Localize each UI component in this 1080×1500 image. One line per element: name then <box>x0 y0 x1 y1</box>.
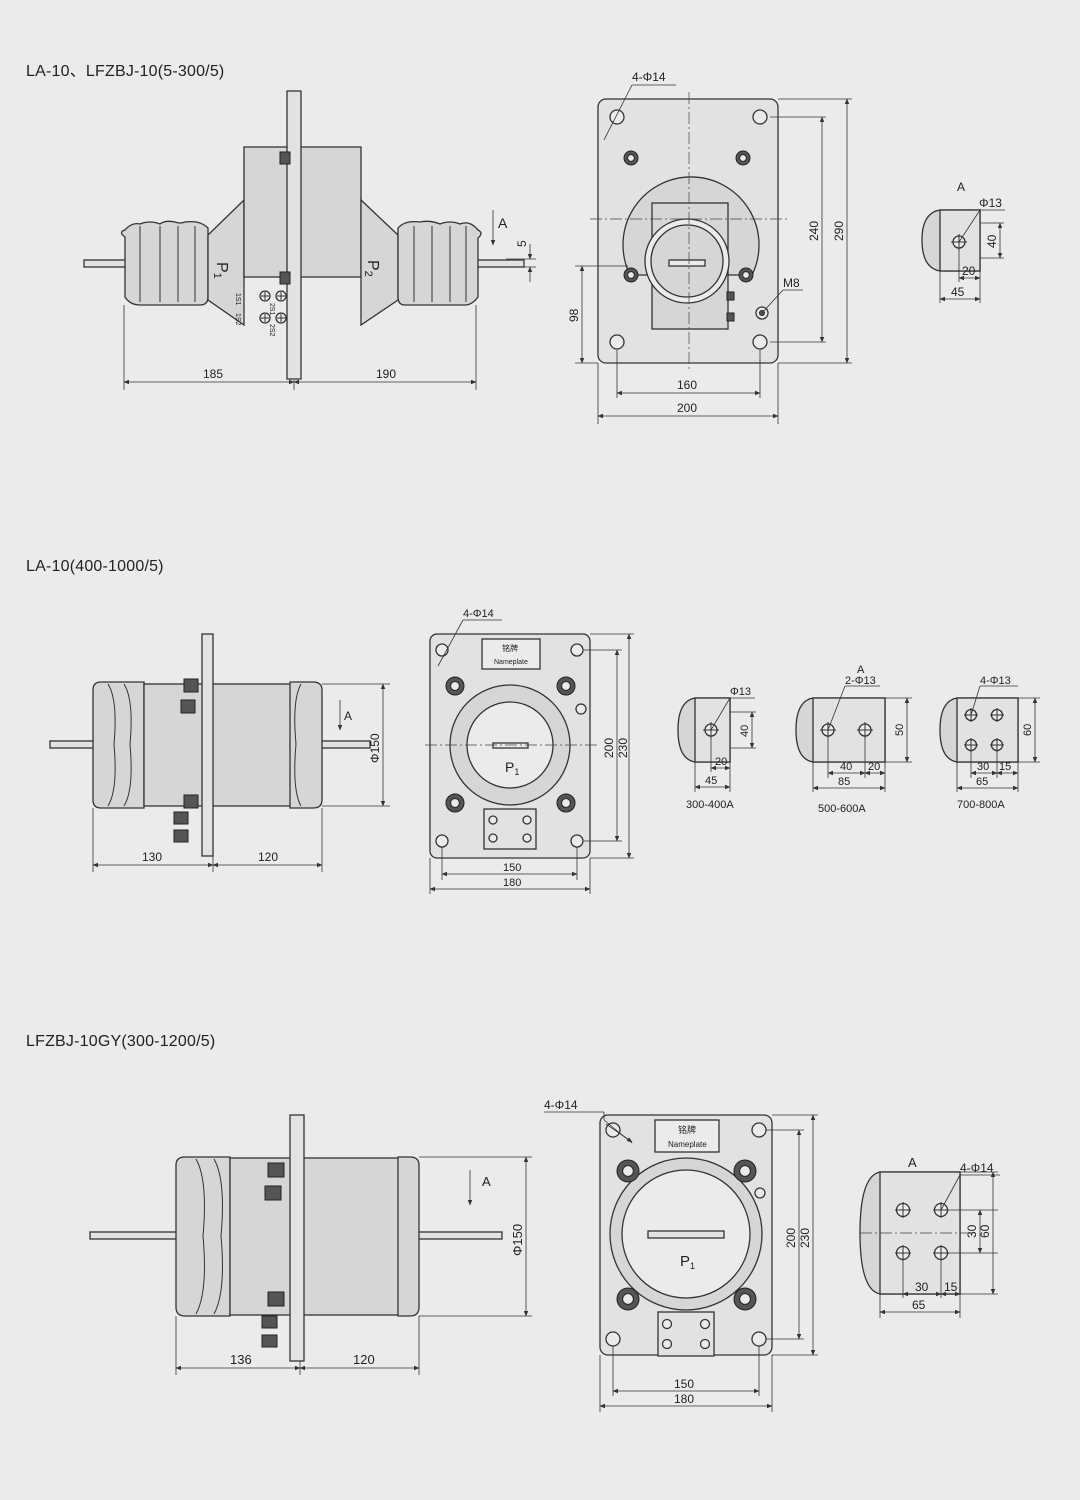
s3-front-view: 铭牌 Nameplate P1 4-Φ14 200 230 <box>544 1098 818 1412</box>
s3-detail-dim: 30 <box>965 1224 979 1238</box>
s1-dim-w2: 200 <box>677 401 697 415</box>
s2-dim-dia: Φ150 <box>368 733 382 763</box>
s2-t1-dim: 40 <box>739 725 751 737</box>
s2-t3-caption: 700-800A <box>957 799 1005 811</box>
s3-dim-left: 136 <box>230 1352 252 1367</box>
s2-t2-hole: 2-Φ13 <box>845 675 876 687</box>
s2-view-arrow-label: A <box>344 709 352 723</box>
s3-nameplate-en: Nameplate <box>668 1140 707 1149</box>
s1-terminal-label: 2S1 <box>268 303 275 316</box>
s3-detail-dim: 30 <box>915 1280 929 1294</box>
section-1-title: LA-10、LFZBJ-10(5-300/5) <box>26 63 225 80</box>
s2-nameplate-en: Nameplate <box>494 659 528 666</box>
s1-detail-hole: Φ13 <box>979 196 1002 210</box>
s1-terminal-label: 1S2 <box>234 313 241 326</box>
s2-dim-w2: 180 <box>503 877 521 889</box>
s2-t2-dim: 40 <box>840 761 852 773</box>
s2-t1-dim: 45 <box>705 775 717 787</box>
s3-holes-callout: 4-Φ14 <box>544 1098 578 1112</box>
s2-t2-view-label: A <box>857 664 865 676</box>
s2-t2-caption: 500-600A <box>818 803 866 815</box>
s1-dim-left: 185 <box>203 367 223 381</box>
s1-dim-w1: 160 <box>677 378 697 392</box>
s2-dim-left: 130 <box>142 850 162 864</box>
s3-detail-dim: 65 <box>912 1298 926 1312</box>
s2-t2-dim: 50 <box>894 724 906 736</box>
section-2-title: LA-10(400-1000/5) <box>26 558 164 575</box>
s3-p1-label: P1 <box>680 1253 695 1271</box>
s2-dim-right: 120 <box>258 850 278 864</box>
s3-detail-hole: 4-Φ14 <box>960 1161 994 1175</box>
s2-terminal-detail-700-800a: 4-Φ13 60 30 15 65 700-800A <box>939 675 1040 811</box>
s1-dim-h1: 240 <box>807 221 821 241</box>
s2-dim-h2: 230 <box>616 738 630 758</box>
s3-nameplate-cn: 铭牌 <box>678 1124 696 1135</box>
s2-t3-dim: 60 <box>1022 724 1034 736</box>
section-3-title: LFZBJ-10GY(300-1200/5) <box>26 1033 216 1050</box>
s2-terminal-detail-500-600a: A 2-Φ13 50 40 20 85 500-600A <box>795 664 912 815</box>
s1-dim-offset: 98 <box>567 308 581 322</box>
s3-dim-w2: 180 <box>674 1392 694 1406</box>
s3-dim-dia: Φ150 <box>510 1224 525 1256</box>
s3-detail-view-label: A <box>908 1155 917 1170</box>
s1-detail-dim: 20 <box>962 264 976 278</box>
s1-side-view: P1 P2 1S1 2S1 1S2 2S2 A 5 185 190 <box>83 90 536 390</box>
s1-detail-dim: 45 <box>951 285 965 299</box>
s2-terminal-detail-300-400a: Φ13 40 20 45 300-400A <box>677 686 756 811</box>
s1-dim-right: 190 <box>376 367 396 381</box>
s2-t3-dim: 65 <box>976 776 988 788</box>
s3-terminal-detail: A 4-Φ14 30 60 30 15 65 <box>859 1155 1000 1318</box>
s1-holes-callout: 4-Φ14 <box>632 70 666 84</box>
s2-t3-dim: 30 <box>977 761 989 773</box>
s1-detail-view-label: A <box>957 180 965 194</box>
s2-holes-callout: 4-Φ14 <box>463 608 494 620</box>
s1-terminal-label: 2S2 <box>268 324 275 337</box>
s1-bolt-callout: M8 <box>783 276 800 290</box>
s3-dim-h2: 230 <box>798 1228 812 1248</box>
s2-t1-hole: Φ13 <box>730 686 751 698</box>
s1-terminal-label: 1S1 <box>234 293 241 306</box>
s2-p1-label: P1 <box>505 759 519 777</box>
s2-t1-caption: 300-400A <box>686 799 734 811</box>
s3-side-view: A Φ150 136 120 <box>89 1114 532 1375</box>
s2-t1-dim: 20 <box>715 756 727 768</box>
s3-dim-w1: 150 <box>674 1377 694 1391</box>
s2-t2-dim: 20 <box>868 761 880 773</box>
s2-dim-h1: 200 <box>602 738 616 758</box>
s1-detail-dim: 40 <box>985 234 999 248</box>
s1-dim-gap: 5 <box>515 240 529 247</box>
s3-view-arrow-label: A <box>482 1174 491 1189</box>
s2-dim-w1: 150 <box>503 862 521 874</box>
s2-t2-dim: 85 <box>838 776 850 788</box>
s1-dim-h2: 290 <box>832 221 846 241</box>
s3-dim-right: 120 <box>353 1352 375 1367</box>
s3-detail-dim: 60 <box>978 1224 992 1238</box>
s1-terminal-detail: A Φ13 40 20 45 <box>921 180 1005 303</box>
s2-nameplate-cn: 铭牌 <box>502 643 518 653</box>
s1-front-view: 4-Φ14 M8 240 290 98 160 200 <box>567 70 852 424</box>
s2-t3-hole: 4-Φ13 <box>980 675 1011 687</box>
s1-p2-label: P2 <box>362 260 381 277</box>
s1-p1-label: P1 <box>211 262 230 279</box>
s2-t3-dim: 15 <box>999 761 1011 773</box>
s1-view-arrow-label: A <box>498 215 508 231</box>
s3-detail-dim: 15 <box>944 1280 958 1294</box>
s2-side-view: A Φ150 130 120 <box>49 633 390 872</box>
s3-dim-h1: 200 <box>784 1228 798 1248</box>
s2-front-view: 铭牌 Nameplate P1 4-Φ14 200 230 <box>425 608 634 894</box>
